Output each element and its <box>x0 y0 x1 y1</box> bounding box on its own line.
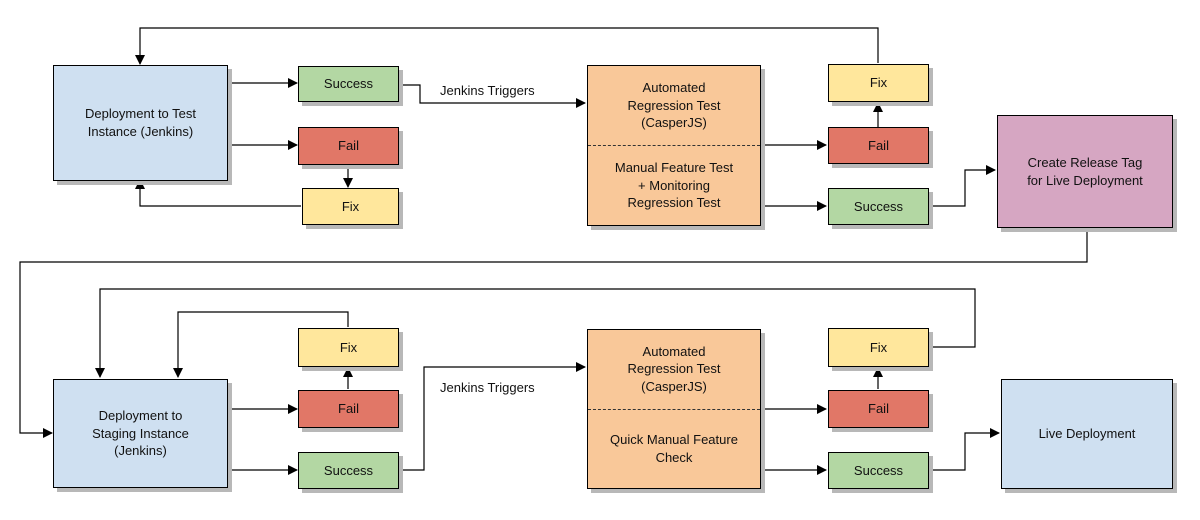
live-deployment-box: Live Deployment <box>1001 379 1173 489</box>
quick-check-label: Quick Manual Feature Check <box>610 432 738 465</box>
regression-test-label-top: Automated Regression Test (CasperJS) <box>588 66 760 146</box>
fix-box-1: Fix <box>302 188 399 225</box>
success-label-4: Success <box>853 462 904 478</box>
fix-label-1: Fix <box>341 198 360 214</box>
fix-box-2: Fix <box>828 64 929 102</box>
fail-label-1: Fail <box>338 138 359 154</box>
fail-box-1: Fail <box>298 127 399 165</box>
fix-label-4: Fix <box>869 339 888 355</box>
success-label-3: Success <box>323 462 374 478</box>
jenkins-triggers-label-top: Jenkins Triggers <box>440 83 535 98</box>
regression-test-label-bottom: Automated Regression Test (CasperJS) <box>588 330 760 410</box>
arrow-fix-4-to-staging <box>95 288 976 378</box>
regression-test-box-top: Automated Regression Test (CasperJS) Man… <box>587 65 761 226</box>
release-tag-box: Create Release Tag for Live Deployment <box>997 115 1173 228</box>
arrow-fix-1-to-deploy <box>135 179 301 207</box>
success-box-3: Success <box>298 452 399 489</box>
success-box-1: Success <box>298 66 399 102</box>
release-tag-label: Create Release Tag for Live Deployment <box>1027 154 1143 188</box>
regression-test-box-bottom: Automated Regression Test (CasperJS) Qui… <box>587 329 761 489</box>
arrow-release-tag-to-staging <box>19 228 1088 438</box>
fix-label-2: Fix <box>869 75 888 91</box>
live-deployment-label: Live Deployment <box>1038 426 1136 442</box>
manual-test-label: Manual Feature Test + Monitoring Regress… <box>614 160 734 211</box>
jenkins-triggers-label-bottom: Jenkins Triggers <box>440 380 535 395</box>
success-box-2: Success <box>828 188 929 225</box>
fix-box-4: Fix <box>828 328 929 367</box>
fail-label-2: Fail <box>868 137 889 153</box>
deploy-test-label: Deployment to Test Instance (Jenkins) <box>84 106 197 139</box>
fail-box-2: Fail <box>828 127 929 164</box>
arrow-success-2-to-release-tag <box>928 165 996 207</box>
fail-label-3: Fail <box>338 401 359 417</box>
deploy-staging-label: Deployment to Staging Instance (Jenkins) <box>92 408 189 459</box>
arrow-success-1-to-regression <box>398 84 586 108</box>
deploy-staging-box: Deployment to Staging Instance (Jenkins) <box>53 379 228 488</box>
success-label-1: Success <box>323 76 374 92</box>
success-label-2: Success <box>853 198 904 214</box>
arrow-success-4-to-live <box>928 428 1000 471</box>
arrow-fix-2-to-deploy <box>135 27 879 65</box>
fail-label-4: Fail <box>868 401 889 417</box>
arrow-success-3-to-regression <box>398 362 586 471</box>
deploy-test-box: Deployment to Test Instance (Jenkins) <box>53 65 228 181</box>
success-box-4: Success <box>828 452 929 489</box>
arrow-fix-3-to-staging <box>173 311 349 378</box>
fix-label-3: Fix <box>339 339 358 355</box>
fail-box-3: Fail <box>298 390 399 428</box>
fix-box-3: Fix <box>298 328 399 367</box>
fail-box-4: Fail <box>828 390 929 428</box>
